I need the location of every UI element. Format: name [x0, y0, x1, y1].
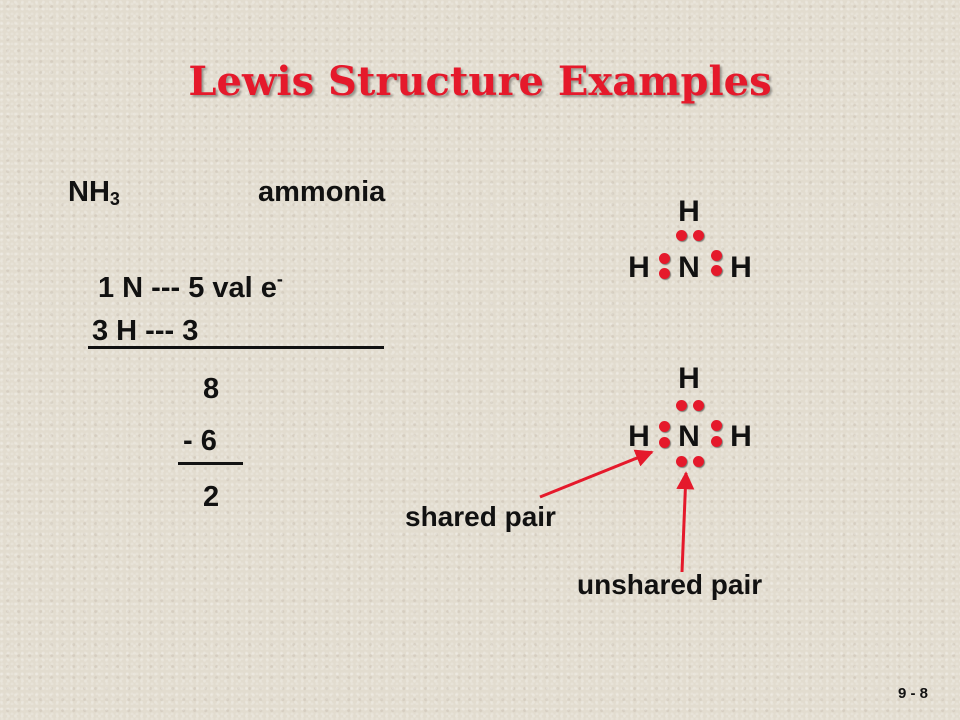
- shared-pair-arrow: [539, 449, 654, 499]
- valence-result: 2: [203, 481, 220, 513]
- valence-total: 8: [203, 373, 220, 405]
- electron-dot: [693, 400, 704, 411]
- hydrogen-atom-right: H: [730, 251, 752, 284]
- electron-dot: [676, 400, 687, 411]
- hydrogen-atom-right: H: [730, 420, 752, 453]
- page-title: Lewis Structure Examples: [188, 58, 772, 105]
- hydrogen-atom-left: H: [628, 420, 650, 453]
- difference-rule: [178, 462, 243, 465]
- electron-dot: [711, 250, 722, 261]
- nitrogen-atom: N: [678, 251, 700, 284]
- valence-line-1: 1 N --- 5 val e-: [98, 270, 283, 303]
- electron-dot: [659, 268, 670, 279]
- valence-line-2: 3 H --- 3: [92, 315, 199, 347]
- electron-dot: [659, 253, 670, 264]
- unshared-pair-label: unshared pair: [577, 569, 763, 600]
- compound-name: ammonia: [258, 176, 386, 208]
- nitrogen-atom: N: [678, 420, 700, 453]
- electron-dot: [676, 456, 687, 467]
- electron-charge-superscript: -: [276, 269, 283, 289]
- electron-dot: [676, 230, 687, 241]
- formula-subscript: 3: [109, 189, 120, 209]
- electron-dot: [693, 230, 704, 241]
- valence-line-1-text: 1 N --- 5 val e: [98, 272, 277, 304]
- valence-subtract: - 6: [183, 425, 217, 457]
- electron-dot: [659, 421, 670, 432]
- slide-number: 9 - 8: [897, 685, 928, 702]
- formula: NH3: [68, 176, 120, 209]
- hydrogen-atom-top: H: [678, 362, 700, 395]
- electron-dot: [711, 265, 722, 276]
- electron-dot: [659, 437, 670, 448]
- electron-dot: [693, 456, 704, 467]
- unshared-pair-arrow: [676, 471, 695, 573]
- electron-dot: [711, 420, 722, 431]
- shared-pair-label: shared pair: [405, 501, 556, 532]
- hydrogen-atom-top: H: [678, 195, 700, 228]
- sum-rule: [88, 346, 384, 349]
- electron-dot: [711, 436, 722, 447]
- hydrogen-atom-left: H: [628, 251, 650, 284]
- formula-main: NH: [68, 176, 110, 208]
